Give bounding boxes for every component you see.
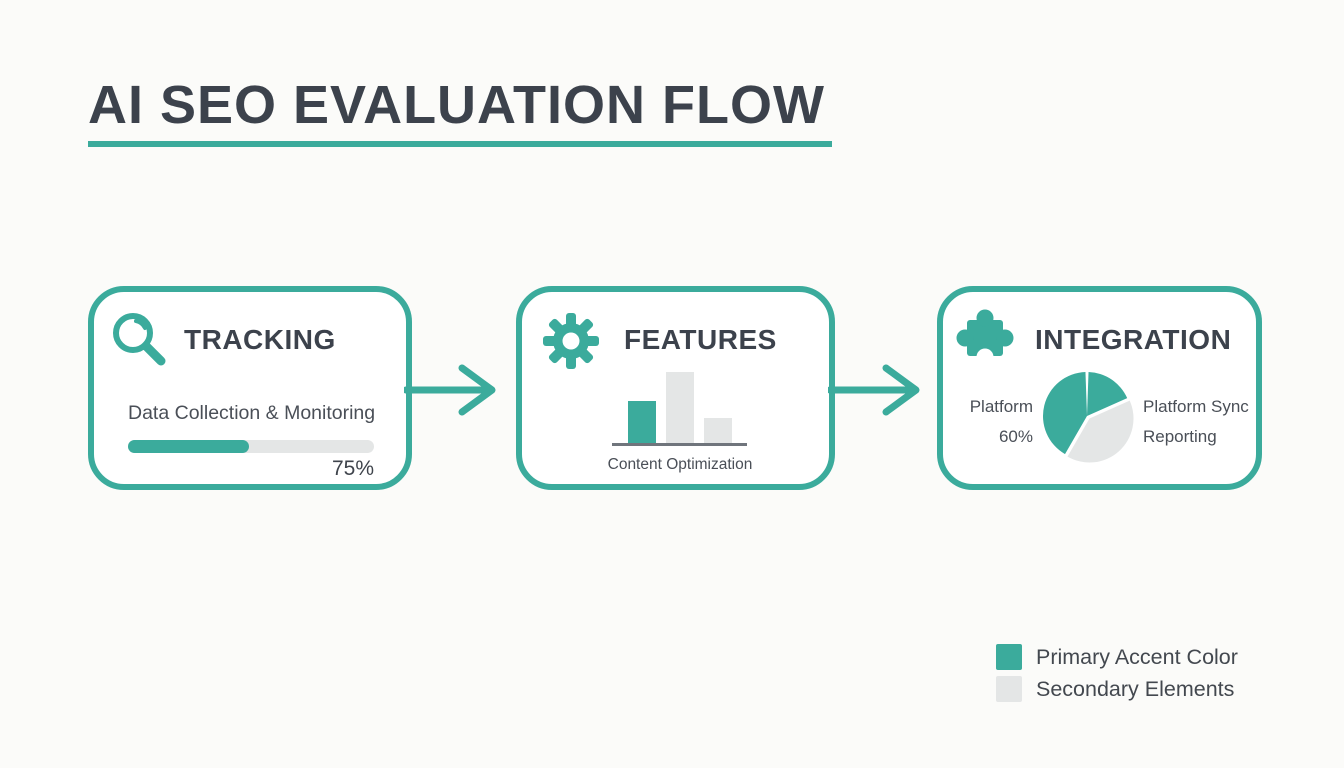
step-box-features: FEATURES Content Optimization — [516, 286, 835, 490]
legend-label-primary: Primary Accent Color — [1036, 644, 1238, 669]
step-title-tracking: TRACKING — [184, 324, 336, 355]
tracking-subtitle: Data Collection & Monitoring — [128, 402, 376, 424]
pie-label-reporting: Reporting — [1143, 427, 1217, 446]
gear-icon — [543, 313, 599, 369]
step-title-features: FEATURES — [624, 324, 777, 355]
page-title: AI SEO EVALUATION FLOW — [88, 75, 825, 135]
bar-chart-baseline — [612, 443, 747, 446]
progress-fill — [128, 440, 249, 453]
title-underline — [88, 141, 832, 147]
progress-bar — [128, 440, 374, 453]
legend-swatch-secondary — [996, 676, 1022, 702]
puzzle-icon — [956, 309, 1014, 366]
arrow-right-icon — [828, 364, 920, 416]
legend-swatch-primary — [996, 644, 1022, 670]
bar-chart — [612, 372, 747, 443]
step-box-integration: INTEGRATION Platform 60% Platform Sync R… — [937, 286, 1262, 490]
pie-label-platform: Platform — [969, 397, 1033, 416]
pie-chart — [1042, 372, 1134, 463]
step-title-integration: INTEGRATION — [1035, 324, 1232, 355]
pie-label-right: Platform Sync Reporting — [1143, 392, 1263, 452]
legend-item-secondary: Secondary Elements — [996, 676, 1238, 702]
bar — [627, 401, 656, 443]
legend-item-primary: Primary Accent Color — [996, 644, 1238, 670]
pie-label-left: Platform 60% — [953, 392, 1033, 452]
bar — [665, 372, 694, 443]
magnifier-icon — [113, 313, 166, 366]
pie-label-percent: 60% — [998, 427, 1033, 446]
bar-chart-caption: Content Optimization — [607, 456, 753, 473]
bar — [703, 418, 732, 443]
step-box-tracking: TRACKING Data Collection & Monitoring 75… — [88, 286, 412, 490]
legend-label-secondary: Secondary Elements — [1036, 676, 1235, 701]
arrow-right-icon — [404, 364, 496, 416]
legend: Primary Accent Color Secondary Elements — [996, 644, 1238, 702]
progress-percent-label: 75% — [331, 457, 374, 480]
pie-label-platform-sync: Platform Sync — [1143, 397, 1249, 416]
